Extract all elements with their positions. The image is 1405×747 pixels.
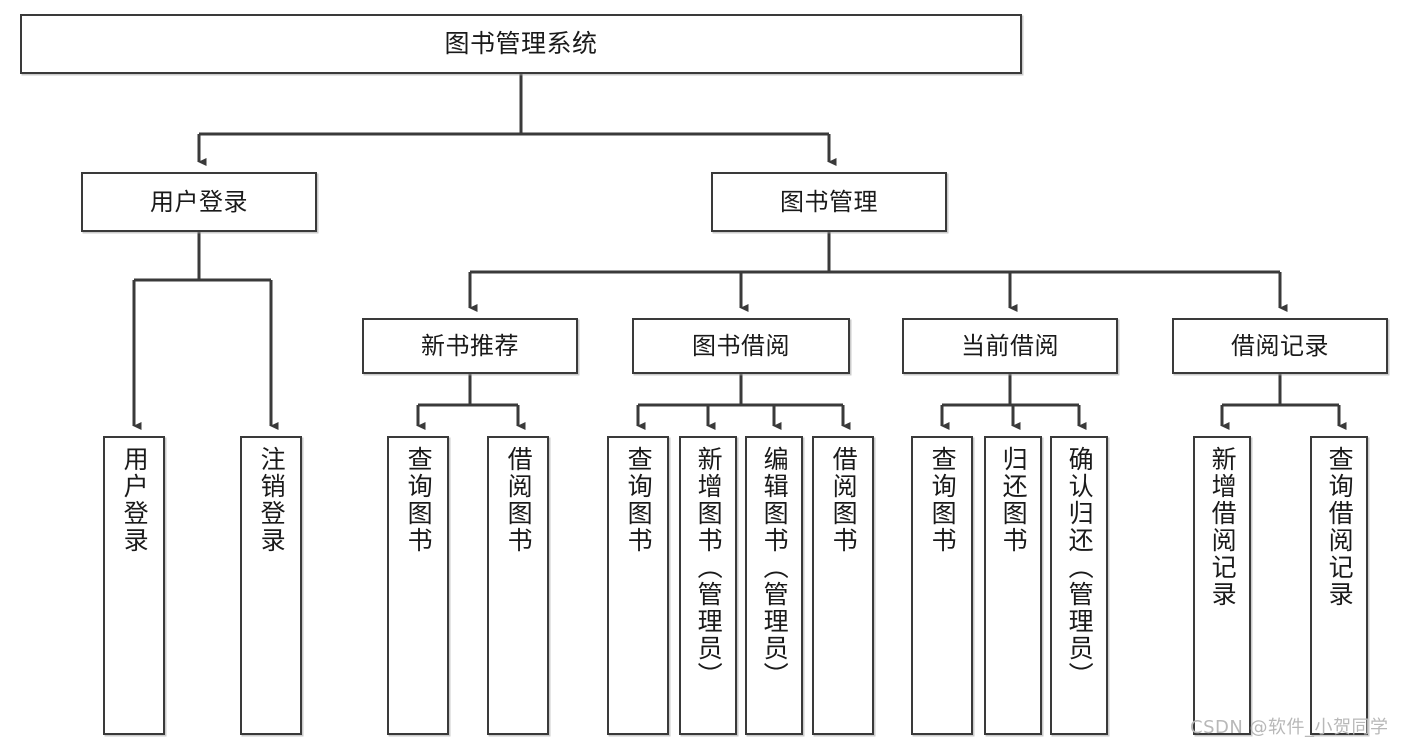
leaf-borrow-books[interactable]: 借阅图书 [812,436,874,735]
leaf-query-borrow-record-label: 查询借阅记录 [1325,446,1355,608]
leaf-borrow-books-new-label: 借阅图书 [504,446,534,554]
leaf-return-books[interactable]: 归还图书 [984,436,1042,735]
leaf-edit-book-admin-label: 编辑图书（管理员） [760,446,790,689]
leaf-query-borrow-record[interactable]: 查询借阅记录 [1310,436,1368,735]
node-user-login[interactable]: 用户登录 [81,172,317,232]
leaf-borrow-books-new[interactable]: 借阅图书 [487,436,549,735]
leaf-confirm-return-admin-label: 确认归还（管理员） [1065,446,1095,689]
node-user-login-label: 用户登录 [150,187,248,216]
node-borrowing-records[interactable]: 借阅记录 [1172,318,1388,374]
leaf-add-borrow-record-label: 新增借阅记录 [1208,446,1238,608]
leaf-logout-label: 注销登录 [257,446,287,554]
leaf-confirm-return-admin[interactable]: 确认归还（管理员） [1050,436,1108,735]
node-book-management[interactable]: 图书管理 [711,172,947,232]
leaf-query-books-current-label: 查询图书 [928,446,958,554]
leaf-query-books-new-label: 查询图书 [404,446,434,554]
leaf-query-books-current[interactable]: 查询图书 [911,436,973,735]
node-borrowing-records-label: 借阅记录 [1231,331,1329,360]
node-book-management-label: 图书管理 [780,187,878,216]
leaf-borrow-books-label: 借阅图书 [829,446,859,554]
leaf-user-login-label: 用户登录 [120,446,150,554]
leaf-logout[interactable]: 注销登录 [240,436,302,735]
node-root-label: 图书管理系统 [444,29,598,59]
node-root[interactable]: 图书管理系统 [20,14,1022,74]
leaf-add-book-admin-label: 新增图书（管理员） [694,446,724,689]
watermark-text: CSDN @软件_小贺同学 [1190,717,1389,738]
node-book-borrowing-label: 图书借阅 [692,331,790,360]
leaf-query-books-borrow[interactable]: 查询图书 [607,436,669,735]
node-current-borrowing-label: 当前借阅 [961,331,1059,360]
node-current-borrowing[interactable]: 当前借阅 [902,318,1118,374]
leaf-return-books-label: 归还图书 [999,446,1029,554]
leaf-query-books-borrow-label: 查询图书 [624,446,654,554]
leaf-user-login[interactable]: 用户登录 [103,436,165,735]
leaf-edit-book-admin[interactable]: 编辑图书（管理员） [745,436,803,735]
leaf-add-book-admin[interactable]: 新增图书（管理员） [679,436,737,735]
node-new-book-recommendation[interactable]: 新书推荐 [362,318,578,374]
node-new-book-recommendation-label: 新书推荐 [421,331,519,360]
leaf-query-books-new[interactable]: 查询图书 [387,436,449,735]
node-book-borrowing[interactable]: 图书借阅 [632,318,850,374]
leaf-add-borrow-record[interactable]: 新增借阅记录 [1193,436,1251,735]
